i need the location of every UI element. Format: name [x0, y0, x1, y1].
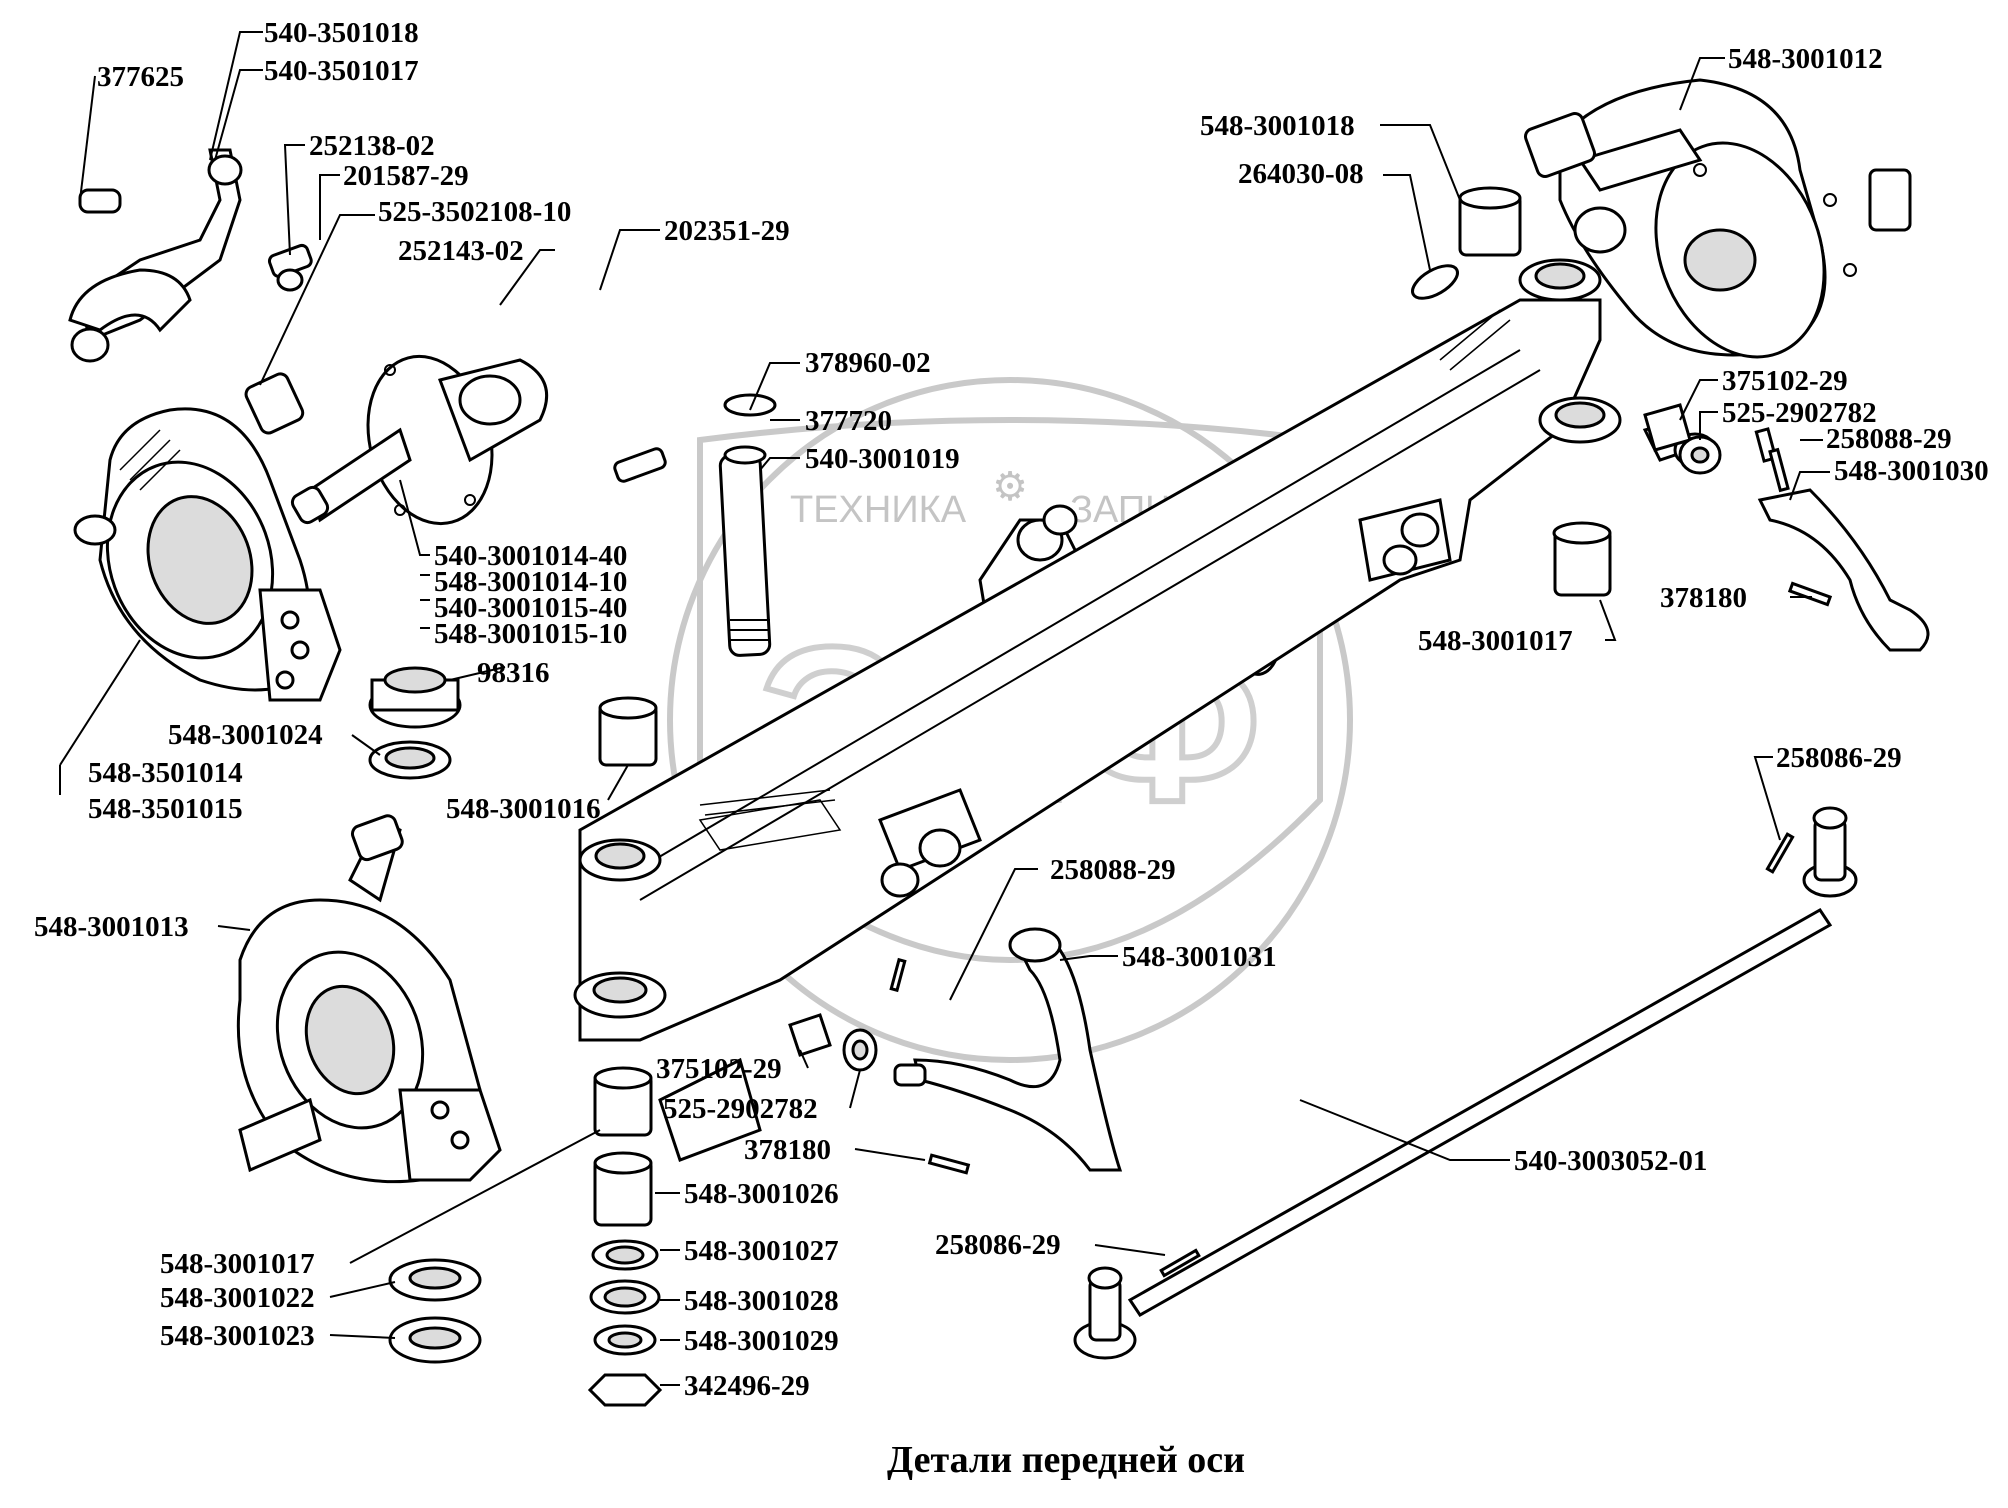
small-parts	[788, 403, 1795, 1278]
label-548-3001015-10: 548-3001015-10	[434, 618, 627, 650]
label-375102-29: 375102-29	[1722, 365, 1848, 397]
label-252143-02: 252143-02	[398, 235, 524, 267]
label-378180: 378180	[1660, 582, 1747, 614]
label-258088-29: 258088-29	[1826, 423, 1952, 455]
label-548-3001030: 548-3001030	[1834, 455, 1989, 487]
steering-arm-lower	[893, 927, 1123, 1172]
label-375102-29-lower: 375102-29	[656, 1053, 782, 1085]
label-540-3501018: 540-3501018	[264, 17, 419, 49]
watermark-text-left: ТЕХНИКА	[790, 489, 967, 531]
label-525-3502108-10: 525-3502108-10	[378, 196, 571, 228]
label-540-3001014-40: 540-3001014-40	[434, 540, 627, 572]
label-548-3001028: 548-3001028	[684, 1285, 839, 1317]
steering-arm-left	[68, 148, 313, 435]
bushings-column	[368, 666, 663, 1407]
label-548-3501015: 548-3501015	[88, 793, 243, 825]
steering-knuckle-right	[1524, 78, 1912, 359]
label-202351-29: 202351-29	[664, 215, 790, 247]
label-378180-lower: 378180	[744, 1134, 831, 1166]
part-labels: 540-3501018 540-3501017 377625 252138-02…	[34, 17, 1989, 1402]
label-548-3001018: 548-3001018	[1200, 110, 1355, 142]
label-540-3001019: 540-3001019	[805, 443, 960, 475]
label-548-3001013: 548-3001013	[34, 911, 189, 943]
label-342496-29: 342496-29	[684, 1370, 810, 1402]
label-258088-29-lower: 258088-29	[1050, 854, 1176, 886]
steering-knuckle-lower-left	[236, 814, 502, 1184]
label-548-3001014-10: 548-3001014-10	[434, 566, 627, 598]
parts-drawings	[68, 78, 1930, 1407]
label-98316: 98316	[477, 657, 550, 689]
label-525-2902782: 525-2902782	[1722, 397, 1877, 429]
gear-icon: ⚙	[992, 464, 1028, 509]
label-525-2902782-lower: 525-2902782	[663, 1093, 818, 1125]
label-540-3003052-01: 540-3003052-01	[1514, 1145, 1707, 1177]
label-548-3001029: 548-3001029	[684, 1325, 839, 1357]
label-258086-29: 258086-29	[1776, 742, 1902, 774]
leader-lines	[59, 31, 1830, 1386]
label-540-3001015-40: 540-3001015-40	[434, 592, 627, 624]
label-540-3501017: 540-3501017	[264, 55, 419, 87]
label-548-3001027: 548-3001027	[684, 1235, 839, 1267]
label-548-3001012: 548-3001012	[1728, 43, 1883, 75]
label-548-3001017-lower: 548-3001017	[160, 1248, 315, 1280]
diagram-caption: Детали передней оси	[887, 1439, 1245, 1481]
stub-axle	[290, 354, 667, 526]
steering-knuckle-left	[73, 407, 342, 702]
label-548-3001016: 548-3001016	[446, 793, 601, 825]
label-264030-08: 264030-08	[1238, 158, 1364, 190]
label-258086-29-lower: 258086-29	[935, 1229, 1061, 1261]
label-252138-02: 252138-02	[309, 130, 435, 162]
label-548-3001017: 548-3001017	[1418, 625, 1573, 657]
i-beam	[573, 258, 1622, 1162]
label-378960-02: 378960-02	[805, 347, 931, 379]
tie-rod	[1073, 806, 1858, 1360]
label-548-3001022: 548-3001022	[160, 1282, 315, 1314]
label-201587-29: 201587-29	[343, 160, 469, 192]
label-548-3001031: 548-3001031	[1122, 941, 1277, 973]
label-548-3001024: 548-3001024	[168, 719, 323, 751]
label-548-3501014: 548-3501014	[88, 757, 243, 789]
label-377625: 377625	[97, 61, 184, 93]
bushings-right	[1411, 186, 1717, 597]
label-548-3001023: 548-3001023	[160, 1320, 315, 1352]
label-548-3001026: 548-3001026	[684, 1178, 839, 1210]
label-377720: 377720	[805, 405, 892, 437]
king-pin	[718, 393, 777, 657]
